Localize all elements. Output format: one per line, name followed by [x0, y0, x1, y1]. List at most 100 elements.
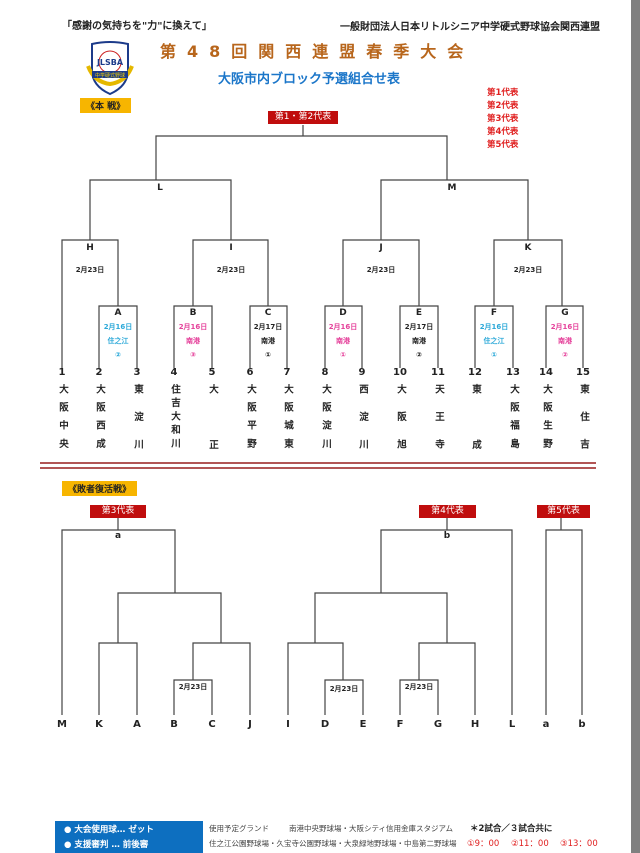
match-date: 2月23日: [329, 685, 359, 693]
team-name: 大阪中央: [57, 384, 68, 457]
repechage-entrant: C: [208, 719, 216, 730]
match-date: 2月16日: [479, 323, 509, 331]
match-label: F: [490, 308, 498, 318]
team-number: 13: [506, 367, 520, 378]
svg-text:中学硬式野球: 中学硬式野球: [95, 72, 125, 79]
match-slot: ②: [115, 351, 121, 359]
match-venue: 住之江: [483, 337, 505, 345]
team-number: 2: [95, 367, 103, 378]
team-name: 天王寺: [433, 384, 444, 467]
grounds-primary: 南港中央野球場・大阪シティ信用金庫スタジアム: [289, 824, 454, 833]
page-subtitle: 大阪市内ブロック予選組合せ表: [218, 72, 401, 87]
team-name: 西淀川: [357, 384, 368, 467]
team-number: 9: [358, 367, 366, 378]
team-number: 11: [431, 367, 445, 378]
match-date: 2月23日: [513, 266, 543, 274]
repechage-entrant: F: [396, 719, 404, 730]
team-number: 3: [133, 367, 141, 378]
match-label: C: [264, 308, 272, 318]
organization-name: 一般財団法人日本リトルシニア中学硬式野球協会関西連盟: [340, 22, 600, 33]
repechage-entrant: A: [133, 719, 141, 730]
team-name: 大阪生野: [541, 384, 552, 457]
team-name: 大阪平野: [245, 384, 256, 457]
repechage-entrant: b: [578, 719, 586, 730]
match-slot: ①: [340, 351, 346, 359]
jlsba-logo: JLSBA 中学硬式野球: [86, 41, 134, 96]
match-venue: 南港: [412, 337, 426, 345]
match-date: 2月16日: [178, 323, 208, 331]
support-umpire: ● 支援審判 … 前後審: [64, 840, 149, 850]
start-time: ②11：00: [511, 839, 549, 849]
match-venue: 南港: [186, 337, 200, 345]
match-label: A: [114, 308, 122, 318]
fourth-representative-label: 第4代表: [419, 505, 476, 518]
third-representative-label: 第3代表: [90, 505, 146, 518]
final-representative-label: 第1・第2代表: [268, 111, 338, 124]
match-node-J: J: [379, 243, 383, 253]
team-name: 住吉大和川: [169, 384, 180, 452]
match-date: 2月23日: [178, 683, 208, 691]
section-divider: [40, 462, 596, 464]
match-node-a: a: [114, 531, 122, 541]
match-slot: ②: [416, 351, 422, 359]
match-venue: 南港: [558, 337, 572, 345]
page-title: 第48回関西連盟春季大会: [160, 42, 475, 61]
match-node-I: I: [229, 243, 233, 253]
team-name: 大正: [207, 384, 218, 495]
official-ball: ● 大会使用球… ゼット: [64, 825, 154, 835]
team-name: 大阪旭: [395, 384, 406, 467]
time-note: ＊2試合／３試合共に: [470, 824, 553, 834]
legend-item: 第4代表: [487, 127, 519, 137]
repechage-entrant: M: [57, 719, 67, 730]
repechage-entrant: E: [359, 719, 367, 730]
team-name: 東淀川: [132, 384, 143, 467]
match-label: D: [339, 308, 347, 318]
repechage-entrant: K: [95, 719, 103, 730]
team-number: 14: [539, 367, 553, 378]
repechage-entrant: B: [170, 719, 178, 730]
repechage-entrant: a: [542, 719, 550, 730]
team-name: 東成: [470, 384, 481, 495]
match-date: 2月16日: [103, 323, 133, 331]
repechage-entrant: D: [320, 719, 330, 730]
team-number: 5: [208, 367, 216, 378]
footer-info-box: ● 大会使用球… ゼット ● 支援審判 … 前後審: [55, 821, 203, 853]
match-node-b: b: [443, 531, 451, 541]
team-name: 大阪福島: [508, 384, 519, 457]
match-label: G: [561, 308, 569, 318]
match-date: 2月23日: [404, 683, 434, 691]
match-date: 2月23日: [366, 266, 396, 274]
first-round-match: A 2月16日住之江 ②: [104, 306, 133, 362]
team-number: 4: [170, 367, 178, 378]
fifth-representative-label: 第5代表: [537, 505, 590, 518]
repechage-entrant: I: [286, 719, 290, 730]
repechage-entrant: H: [470, 719, 480, 730]
match-slot: ①: [491, 351, 497, 359]
repechage-entrant: L: [508, 719, 516, 730]
match-venue: 南港: [336, 337, 350, 345]
match-date: 2月23日: [216, 266, 246, 274]
team-number: 8: [321, 367, 329, 378]
svg-text:JLSBA: JLSBA: [96, 58, 124, 67]
team-number: 6: [246, 367, 254, 378]
match-date: 2月17日: [253, 323, 283, 331]
match-venue: 住之江: [107, 337, 129, 345]
scrollbar[interactable]: [631, 0, 640, 853]
team-name: 大阪西成: [94, 384, 105, 457]
match-node-M: M: [447, 183, 457, 193]
section-divider: [40, 467, 596, 469]
team-name: 大阪城東: [282, 384, 293, 457]
legend-item: 第2代表: [487, 101, 519, 111]
grounds-secondary: 住之江公園野球場・久宝寺公園野球場・大泉緑地野球場・中島第二野球場: [209, 839, 457, 848]
match-label: E: [415, 308, 423, 318]
legend-item: 第3代表: [487, 114, 519, 124]
match-venue: 南港: [261, 337, 275, 345]
repechage-entrant: G: [433, 719, 443, 730]
repechage-entrant: J: [248, 719, 252, 730]
team-name: 東住吉: [578, 384, 589, 467]
